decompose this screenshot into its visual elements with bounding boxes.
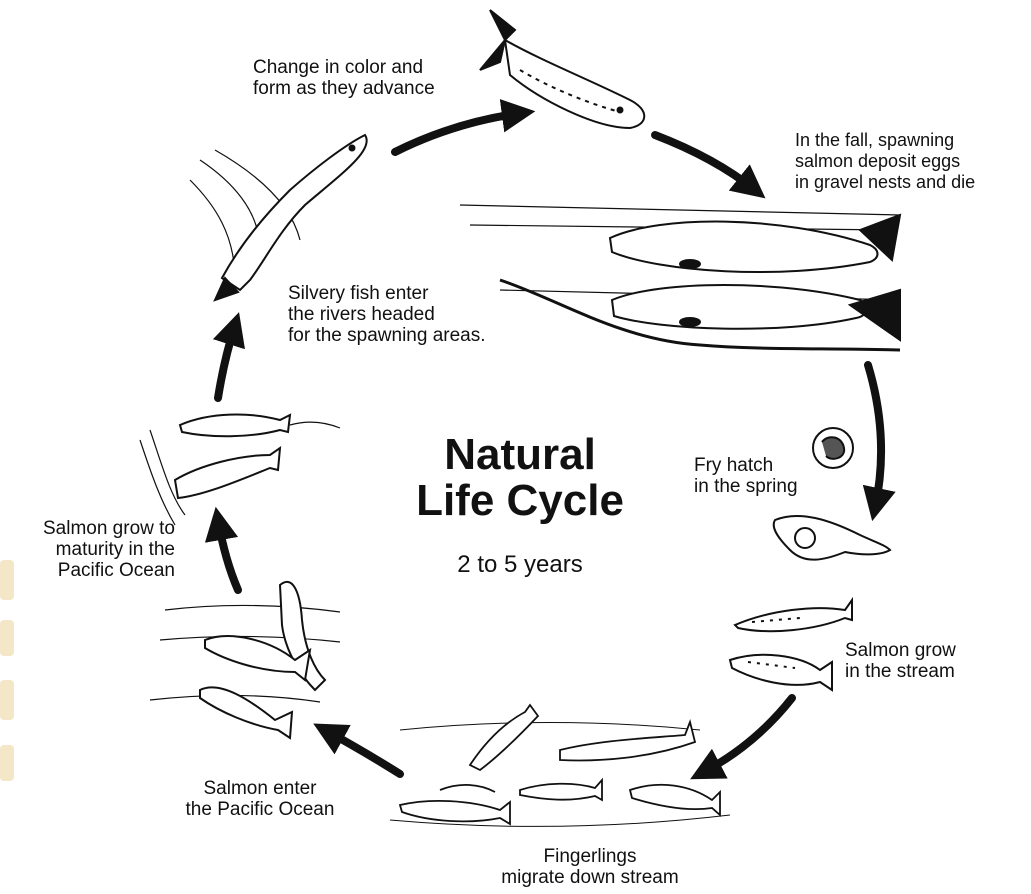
label-line: Silvery fish enter [288, 283, 486, 304]
watermark [0, 560, 14, 781]
label-line: Salmon grow to [0, 518, 175, 539]
label-grow-stream: Salmon grow in the stream [845, 640, 956, 682]
arrow-5 [325, 730, 400, 774]
river-salmon-illustration [190, 135, 367, 300]
label-line: for the spawning areas. [288, 325, 486, 346]
label-line: Fry hatch [694, 455, 798, 476]
diagram-title: Natural Life Cycle [370, 432, 670, 524]
label-color-change: Change in color and form as they advance [253, 57, 435, 99]
fingerlings-illustration [390, 705, 730, 826]
label-line: Fingerlings [470, 846, 710, 867]
label-line: in the stream [845, 661, 956, 682]
label-spawning: In the fall, spawning salmon deposit egg… [795, 130, 975, 193]
label-line: Pacific Ocean [0, 560, 175, 581]
label-line: the rivers headed [288, 304, 486, 325]
label-line: In the fall, spawning [795, 130, 975, 151]
arrow-3 [868, 365, 881, 508]
label-line: Salmon grow [845, 640, 956, 661]
label-line: salmon deposit eggs [795, 151, 975, 172]
title-line: Natural [370, 432, 670, 478]
ocean-salmon-illustration [150, 582, 340, 738]
arrow-7 [218, 325, 235, 398]
label-fry-hatch: Fry hatch in the spring [694, 455, 798, 497]
title-line: Life Cycle [370, 478, 670, 524]
label-line: the Pacific Ocean [160, 799, 360, 820]
arrow-4 [702, 698, 792, 773]
arrow-6 [218, 520, 238, 590]
label-silvery-fish: Silvery fish enter the rivers headed for… [288, 283, 486, 346]
label-line: in the spring [694, 476, 798, 497]
label-maturity: Salmon grow to maturity in the Pacific O… [0, 518, 175, 581]
label-line: in gravel nests and die [795, 172, 975, 193]
egg-illustration [813, 428, 853, 468]
label-line: Salmon enter [160, 778, 360, 799]
arrow-1 [395, 113, 522, 152]
arrow-2 [655, 135, 755, 190]
spawning-salmon-illustration [460, 205, 900, 350]
ocean-maturity-illustration [140, 415, 340, 525]
stream-salmon-illustration [730, 600, 852, 690]
leaping-salmon-illustration [480, 10, 644, 128]
fry-illustration [774, 516, 890, 560]
label-line: migrate down stream [470, 867, 710, 888]
label-fingerlings: Fingerlings migrate down stream [470, 846, 710, 888]
label-line: maturity in the [0, 539, 175, 560]
label-enter-ocean: Salmon enter the Pacific Ocean [160, 778, 360, 820]
diagram-subtitle: 2 to 5 years [370, 551, 670, 579]
label-line: Change in color and [253, 57, 435, 78]
label-line: form as they advance [253, 78, 435, 99]
